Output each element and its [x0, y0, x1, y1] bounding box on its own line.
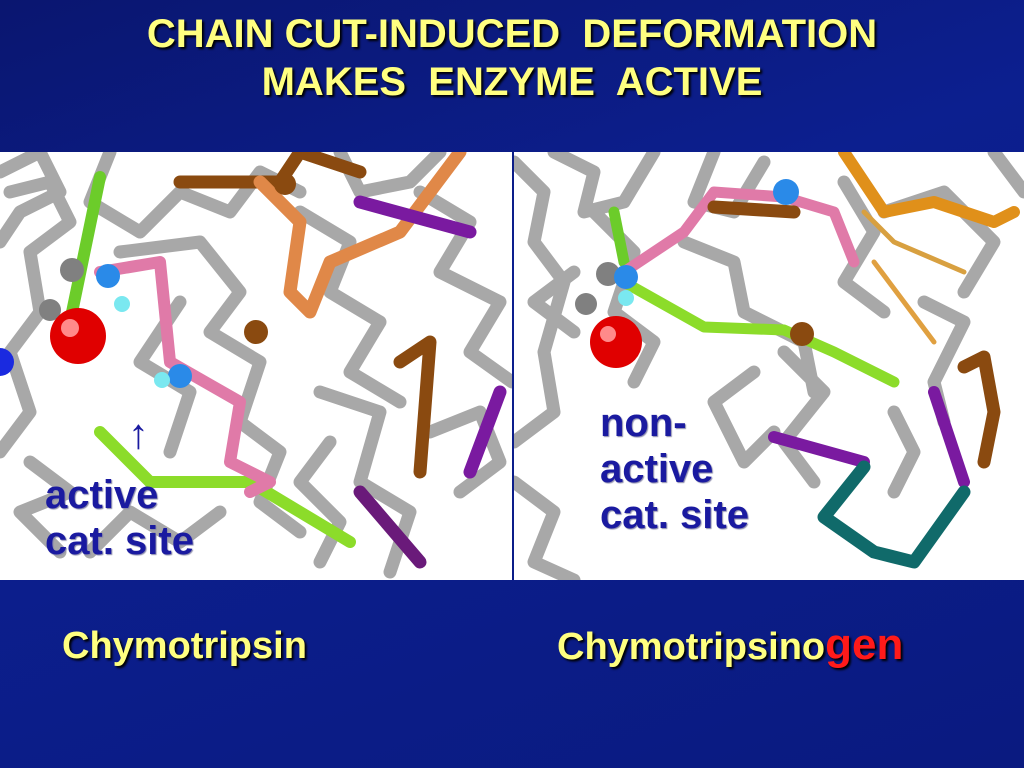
caption-gen-suffix: gen	[825, 620, 903, 669]
active-site-label: active cat. site	[45, 472, 194, 564]
red-oxygen-atom	[50, 308, 106, 364]
nonactive-label-line1: non-	[600, 400, 749, 446]
purple-strand-right	[934, 392, 964, 482]
title-line-1: CHAIN CUT-INDUCED DEFORMATION	[0, 10, 1024, 58]
title-line-2: MAKES ENZYME ACTIVE	[0, 58, 1024, 106]
nonactive-label-line3: cat. site	[600, 492, 749, 538]
slide-title: CHAIN CUT-INDUCED DEFORMATION MAKES ENZY…	[0, 10, 1024, 106]
active-label-line2: cat. site	[45, 518, 194, 564]
up-arrow-icon: ↑	[128, 410, 149, 458]
nonactive-site-label: non- active cat. site	[600, 400, 749, 538]
active-label-line1: active	[45, 472, 194, 518]
nonactive-label-line2: active	[600, 446, 749, 492]
brown-strand-upper	[714, 207, 794, 212]
brown-strand-right	[964, 357, 994, 462]
orange-strand	[844, 152, 1014, 222]
caption-chymotripsinogen-main: Chymotripsino	[557, 626, 825, 668]
chymotripsinogen-structure-image: non- active cat. site	[514, 152, 1024, 580]
brown-strand-lower	[400, 342, 430, 472]
brown-strand-upper	[180, 152, 360, 182]
red-oxygen-atom	[590, 316, 642, 368]
chymotripsin-structure-image: ↑ active cat. site	[0, 152, 512, 580]
caption-chymotripsinogen: Chymotripsinogen	[557, 620, 903, 670]
green-strand-upper	[614, 212, 624, 262]
chymotripsinogen-structure-svg	[514, 152, 1024, 580]
caption-chymotripsin: Chymotripsin	[62, 625, 307, 668]
orange-thin-strand	[864, 212, 964, 272]
